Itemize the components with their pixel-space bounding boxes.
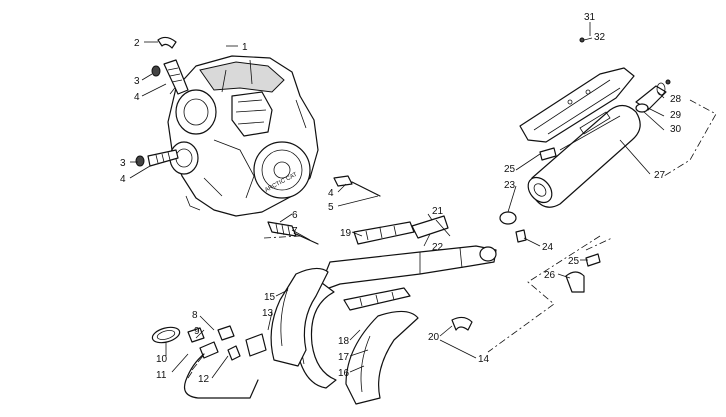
oxygen-sensor-wire <box>151 325 267 399</box>
engine-assembly: ARCTIC CAT <box>167 55 319 217</box>
heat-shield-15 <box>270 267 329 367</box>
muffler-27 <box>527 104 641 208</box>
bracket-26 <box>565 271 585 293</box>
callout-24: 24 <box>542 242 554 253</box>
callout-6: 6 <box>292 210 298 221</box>
callout-31: 31 <box>584 12 596 23</box>
grommet-25-lower <box>585 253 601 267</box>
callout-3: 3 <box>134 76 140 87</box>
callout-14: 14 <box>478 354 490 365</box>
callout-22: 22 <box>432 242 444 253</box>
callout-leaders <box>129 22 665 379</box>
callout-23: 23 <box>504 180 516 191</box>
callout-2: 2 <box>134 38 140 49</box>
muffler-heat-shield-31 <box>519 67 635 143</box>
callout-19: 19 <box>340 228 352 239</box>
intake-stud-upper <box>151 59 189 95</box>
heat-shield-16-18 <box>343 287 419 405</box>
callout-11: 11 <box>156 370 167 381</box>
callout-8: 8 <box>192 310 198 321</box>
callout-15: 15 <box>264 292 276 303</box>
callout-4-right: 4 <box>328 188 334 199</box>
callout-25-lower: 25 <box>568 256 580 267</box>
screw-32 <box>579 37 585 43</box>
callout-26: 26 <box>544 270 556 281</box>
reference-lines <box>263 99 717 353</box>
callout-4-lower: 4 <box>120 174 126 185</box>
callout-labels: 1 2 3 4 3 4 4 5 6 7 8 9 10 11 12 13 14 1… <box>120 12 682 385</box>
gasket-29 <box>635 103 649 113</box>
exhaust-stud-lower <box>135 149 179 167</box>
callout-27: 27 <box>654 170 666 181</box>
heat-shield-19 <box>353 215 451 245</box>
callout-21: 21 <box>432 206 444 217</box>
callout-25-upper: 25 <box>504 164 516 175</box>
callout-28: 28 <box>670 94 682 105</box>
callout-12: 12 <box>198 374 210 385</box>
callout-32: 32 <box>594 32 606 43</box>
callout-5: 5 <box>328 202 334 213</box>
gasket-23 <box>499 211 517 225</box>
callout-7: 7 <box>292 226 298 237</box>
callout-1: 1 <box>242 42 248 53</box>
grommet-25-upper <box>539 147 557 161</box>
clamp-20 <box>451 316 473 331</box>
callout-10: 10 <box>156 354 168 365</box>
callout-20: 20 <box>428 332 440 343</box>
spring-24 <box>515 229 527 243</box>
callout-4: 4 <box>134 92 140 103</box>
callout-18: 18 <box>338 336 350 347</box>
bolt-4-5 <box>333 175 381 197</box>
callout-29: 29 <box>670 110 682 121</box>
callout-17: 17 <box>338 352 350 363</box>
callout-3-lower: 3 <box>120 158 126 169</box>
callout-9: 9 <box>194 326 200 337</box>
callout-30: 30 <box>670 124 682 135</box>
gasket-2 <box>157 36 177 49</box>
callout-13: 13 <box>262 308 274 319</box>
callout-16: 16 <box>338 368 350 379</box>
